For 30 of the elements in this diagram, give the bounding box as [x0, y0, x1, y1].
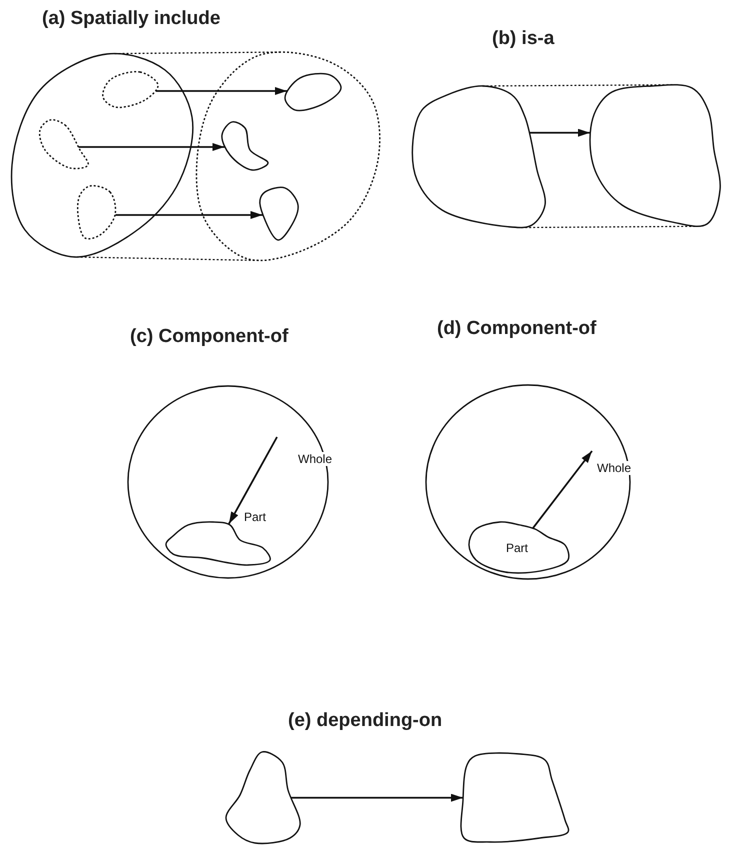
panel-title: (b) is-a: [492, 28, 554, 50]
region-outline: [219, 119, 271, 173]
arrow: [78, 143, 224, 151]
region-outline: [9, 51, 195, 260]
whole-region: [425, 384, 631, 580]
arrow: [156, 87, 287, 95]
panel-title: (a) Spatially include: [42, 8, 220, 30]
region-label: Whole: [297, 452, 334, 466]
region-outline: [587, 83, 723, 227]
dashed-region-outline: [75, 183, 118, 241]
panel-title: (d) Component-of: [437, 318, 596, 340]
region-label: Part: [505, 541, 530, 555]
panel-title: (c) Component-of: [130, 326, 288, 348]
region-outline: [223, 749, 303, 846]
arrow: [116, 211, 262, 219]
region-outline: [410, 83, 548, 230]
part-region: [466, 519, 571, 575]
dashed-region-outline: [194, 52, 381, 261]
region-label: Whole: [596, 461, 632, 475]
region-outline: [282, 72, 344, 113]
dashed-region-outline: [37, 117, 91, 171]
panel-title: (e) depending-on: [288, 710, 442, 732]
arrow: [228, 436, 278, 524]
arrow: [530, 128, 590, 137]
region-outline: [257, 185, 301, 243]
region-outline: [460, 751, 571, 845]
arrow: [532, 450, 593, 528]
region-label: Part: [243, 510, 268, 524]
arrow: [291, 794, 463, 802]
dashed-region-outline: [100, 69, 161, 110]
